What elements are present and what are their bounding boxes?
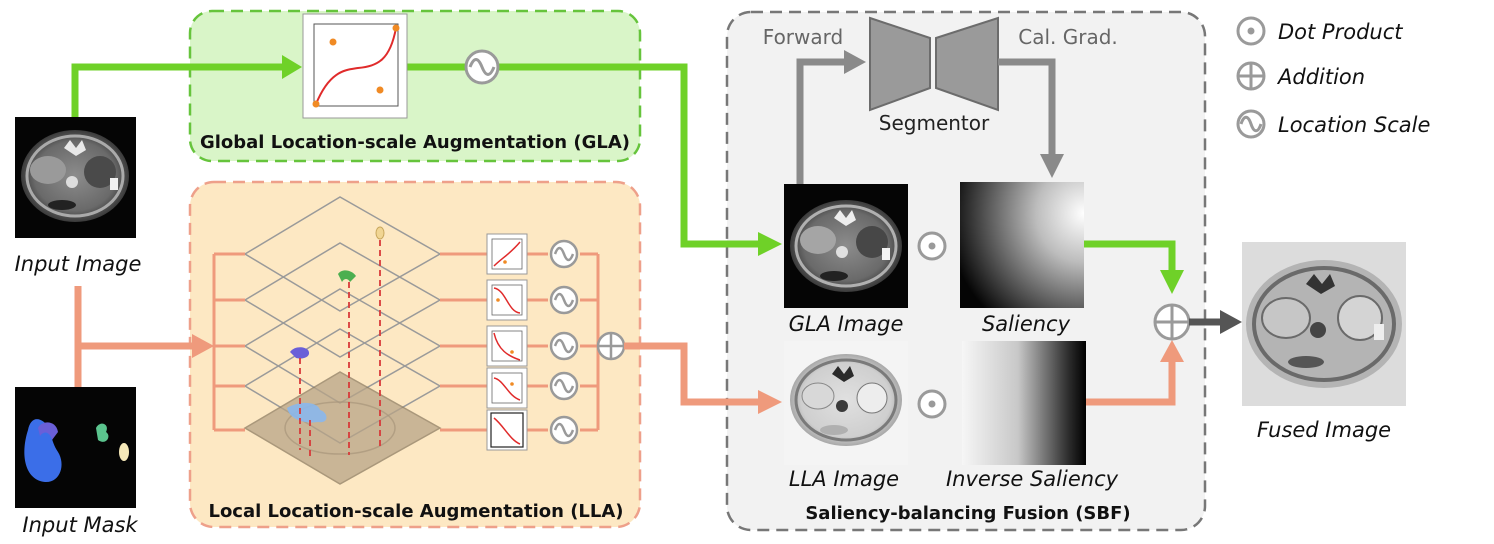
dot-product-icon-lla bbox=[917, 389, 947, 419]
saliency-green-arrowhead bbox=[1160, 270, 1184, 294]
lla-organ-marks bbox=[290, 226, 385, 359]
lla-addition-icon bbox=[596, 331, 626, 361]
input-image-label: Input Image bbox=[15, 252, 142, 276]
green-flow-arrow bbox=[71, 63, 762, 248]
forward-label: Forward bbox=[763, 25, 843, 49]
gradient-arrowhead bbox=[1040, 154, 1064, 178]
inverse-salmon-arrowhead bbox=[1160, 340, 1184, 362]
segmentor-encoder bbox=[869, 16, 931, 112]
location-scale-icon-gla bbox=[464, 49, 500, 85]
fusion-addition-icon bbox=[1153, 303, 1191, 341]
lla-location-scale-waves bbox=[553, 246, 575, 438]
lla-title: Local Location-scale Augmentation (LLA) bbox=[208, 501, 623, 522]
legend-dot-product-label: Dot Product bbox=[1278, 20, 1403, 44]
saliency-map bbox=[960, 182, 1084, 308]
legend-location-scale-label: Location Scale bbox=[1278, 113, 1430, 137]
green-arrowhead-gla-image bbox=[758, 232, 782, 256]
inverse-salmon-arrow bbox=[1086, 360, 1176, 406]
segmentor-decoder bbox=[935, 16, 999, 112]
sbf-title: Saliency-balancing Fusion (SBF) bbox=[805, 503, 1130, 524]
legend-addition-icon bbox=[1236, 61, 1266, 91]
input-mask bbox=[15, 387, 136, 508]
saliency-label: Saliency bbox=[982, 312, 1071, 336]
gla-image bbox=[784, 184, 908, 308]
gla-curve-plot bbox=[302, 13, 408, 119]
dot-product-icon-gla bbox=[917, 231, 947, 261]
forward-arrow bbox=[796, 58, 846, 184]
gla-title: Global Location-scale Augmentation (GLA) bbox=[200, 132, 630, 153]
lla-base-plane bbox=[243, 371, 442, 485]
green-arrowhead-gla bbox=[282, 55, 302, 79]
lla-image-label: LLA Image bbox=[789, 467, 899, 491]
salmon-input-arrow bbox=[74, 286, 196, 387]
salmon-flow-arrow bbox=[624, 342, 762, 406]
forward-arrowhead bbox=[844, 50, 866, 74]
salmon-arrowhead-lla-image bbox=[758, 390, 782, 414]
lla-image bbox=[784, 341, 908, 465]
lla-input-branches bbox=[212, 252, 245, 432]
lla-curve-plot-5 bbox=[486, 409, 528, 451]
legend-dot-product-icon bbox=[1236, 16, 1266, 46]
saliency-green-arrow bbox=[1084, 240, 1176, 272]
legend-addition-label: Addition bbox=[1276, 65, 1365, 89]
inverse-saliency-label: Inverse Saliency bbox=[946, 467, 1119, 491]
salmon-arrowhead-lla bbox=[192, 334, 214, 358]
lla-projection-lines bbox=[299, 240, 381, 460]
lla-curve-plot-3 bbox=[486, 325, 528, 367]
fused-image-label: Fused Image bbox=[1257, 418, 1391, 442]
lla-curve-plot-1 bbox=[486, 233, 528, 275]
lla-curve-plot-4 bbox=[486, 367, 528, 409]
gradient-arrow bbox=[998, 58, 1056, 156]
input-image bbox=[15, 117, 136, 238]
input-mask-label: Input Mask bbox=[22, 513, 138, 537]
inverse-saliency-map bbox=[962, 341, 1086, 465]
gla-image-label: GLA Image bbox=[789, 312, 904, 336]
fused-output-arrowhead bbox=[1220, 310, 1242, 334]
grad-label: Cal. Grad. bbox=[1018, 25, 1118, 49]
legend-location-scale-icon bbox=[1236, 109, 1266, 139]
fused-image bbox=[1242, 242, 1406, 406]
legend: Dot Product Addition Location Scale bbox=[1236, 16, 1430, 139]
lla-curve-plot-2 bbox=[486, 279, 528, 321]
segmentor-label: Segmentor bbox=[879, 111, 990, 135]
